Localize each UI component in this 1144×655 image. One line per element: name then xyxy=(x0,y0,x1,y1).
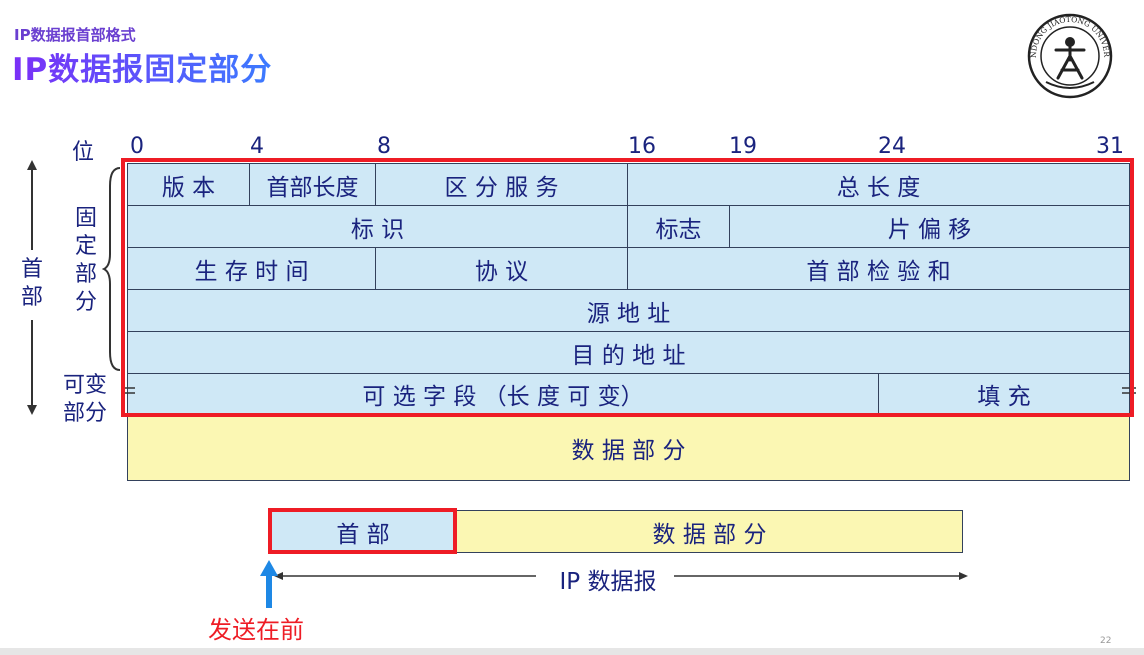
bit-mark-16: 16 xyxy=(628,134,656,159)
packet-length-arrow xyxy=(274,572,968,580)
header-side-label: 首部 xyxy=(20,257,43,310)
bit-mark-0: 0 xyxy=(130,134,144,159)
field-version: 版 本 xyxy=(127,163,250,206)
field-padding: 填 充 xyxy=(878,373,1130,415)
field-header-length: 首部长度 xyxy=(249,163,376,206)
slide-title: IP数据报固定部分 xyxy=(12,44,272,89)
bit-mark-4: 4 xyxy=(250,134,264,159)
page-number: 22 xyxy=(1100,636,1112,646)
bit-mark-31: 31 xyxy=(1096,134,1124,159)
packet-header-highlight xyxy=(268,508,457,554)
field-identification: 标 识 xyxy=(127,205,628,248)
fixed-part-side-label: 固定部分 xyxy=(74,206,97,315)
data-part: 数 据 部 分 xyxy=(127,414,1130,481)
packet-data: 数 据 部 分 xyxy=(456,510,963,553)
field-time-to-live: 生 存 时 间 xyxy=(127,247,376,290)
packet-label: IP 数据报 xyxy=(559,569,657,595)
header-extent-arrow xyxy=(27,160,37,415)
send-first-arrow-icon xyxy=(260,560,278,608)
bit-axis-label: 位 xyxy=(72,140,95,165)
field-flags: 标志 xyxy=(627,205,730,248)
fixed-part-brace xyxy=(102,167,121,371)
bit-mark-19: 19 xyxy=(729,134,757,159)
university-seal-logo: SHANDONG JIAOTONG UNIVERSITY xyxy=(1026,12,1113,99)
slide-subtitle: IP数据报首部格式 xyxy=(14,26,136,44)
field-differentiated-services: 区 分 服 务 xyxy=(375,163,628,206)
slide-footer-bar xyxy=(0,648,1144,655)
bit-mark-24: 24 xyxy=(878,134,906,159)
field-header-checksum: 首 部 检 验 和 xyxy=(627,247,1130,290)
variable-part-side-label: 可变部分 xyxy=(62,373,107,426)
field-destination-address: 目 的 地 址 xyxy=(127,331,1130,374)
fixed-header-highlight xyxy=(121,158,1134,417)
bit-mark-8: 8 xyxy=(377,134,391,159)
field-total-length: 总 长 度 xyxy=(627,163,1130,206)
send-first-label: 发送在前 xyxy=(208,616,304,644)
field-source-address: 源 地 址 xyxy=(127,289,1130,332)
